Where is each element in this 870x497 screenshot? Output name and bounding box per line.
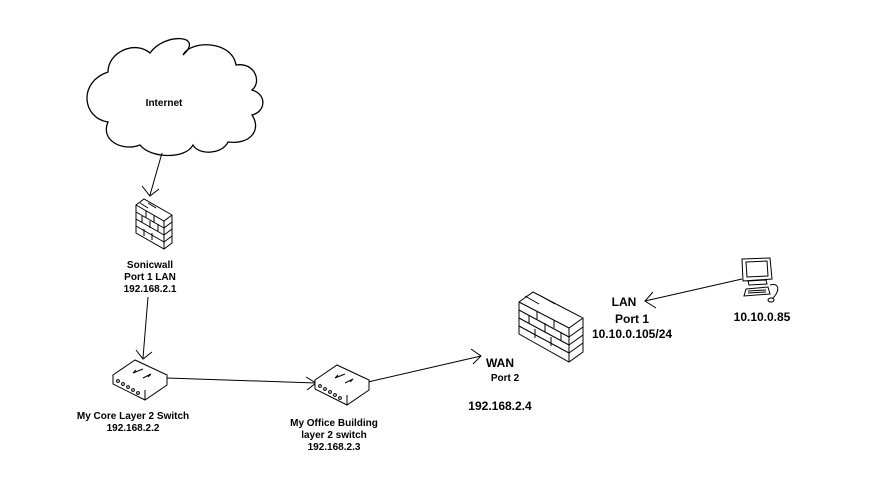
internet-label: Internet <box>145 98 183 109</box>
firewall-icon <box>135 198 173 250</box>
sonicwall-name: Sonicwall <box>126 260 174 271</box>
links <box>135 152 743 391</box>
lan-title: LAN <box>611 295 637 309</box>
switch-icon <box>111 359 169 401</box>
lan-port: Port 1 <box>614 312 650 326</box>
wan-title: WAN <box>486 356 514 370</box>
office-switch-name: My Office Building <box>290 418 378 429</box>
office-switch-label: My Office Building layer 2 switch 192.16… <box>290 418 378 454</box>
wan-ip: 192.168.2.4 <box>468 399 532 413</box>
sonicwall-label: Sonicwall Port 1 LAN 192.168.2.1 <box>124 260 177 296</box>
wan-port: Port 2 <box>490 373 520 384</box>
arrowhead <box>644 291 657 309</box>
arrowhead <box>141 185 160 197</box>
link-internet-sonicwall <box>149 152 163 196</box>
sonicwall-ip: 192.168.2.1 <box>123 284 177 295</box>
link-core-office <box>166 377 317 384</box>
sonicwall-port: Port 1 LAN <box>124 272 176 283</box>
core-switch-name: My Core Layer 2 Switch <box>76 411 190 422</box>
link-workstation-lan <box>644 278 743 302</box>
lan-ip: 10.10.0.105/24 <box>591 327 673 341</box>
arrowhead <box>135 349 153 360</box>
link-office-wan <box>367 355 482 383</box>
core-switch-label: My Core Layer 2 Switch 192.168.2.2 <box>77 411 189 435</box>
switch-icon <box>313 364 371 406</box>
office-switch-ip: 192.168.2.3 <box>307 442 361 453</box>
workstation-ip: 10.10.0.85 <box>733 310 791 324</box>
computer-icon <box>741 257 779 303</box>
arrowhead <box>470 348 482 365</box>
link-sonicwall-coreswitch <box>142 296 149 359</box>
office-switch-type: layer 2 switch <box>301 430 367 441</box>
firewall-icon <box>518 291 584 363</box>
cloud-icon <box>86 37 264 157</box>
core-switch-ip: 192.168.2.2 <box>106 423 160 434</box>
